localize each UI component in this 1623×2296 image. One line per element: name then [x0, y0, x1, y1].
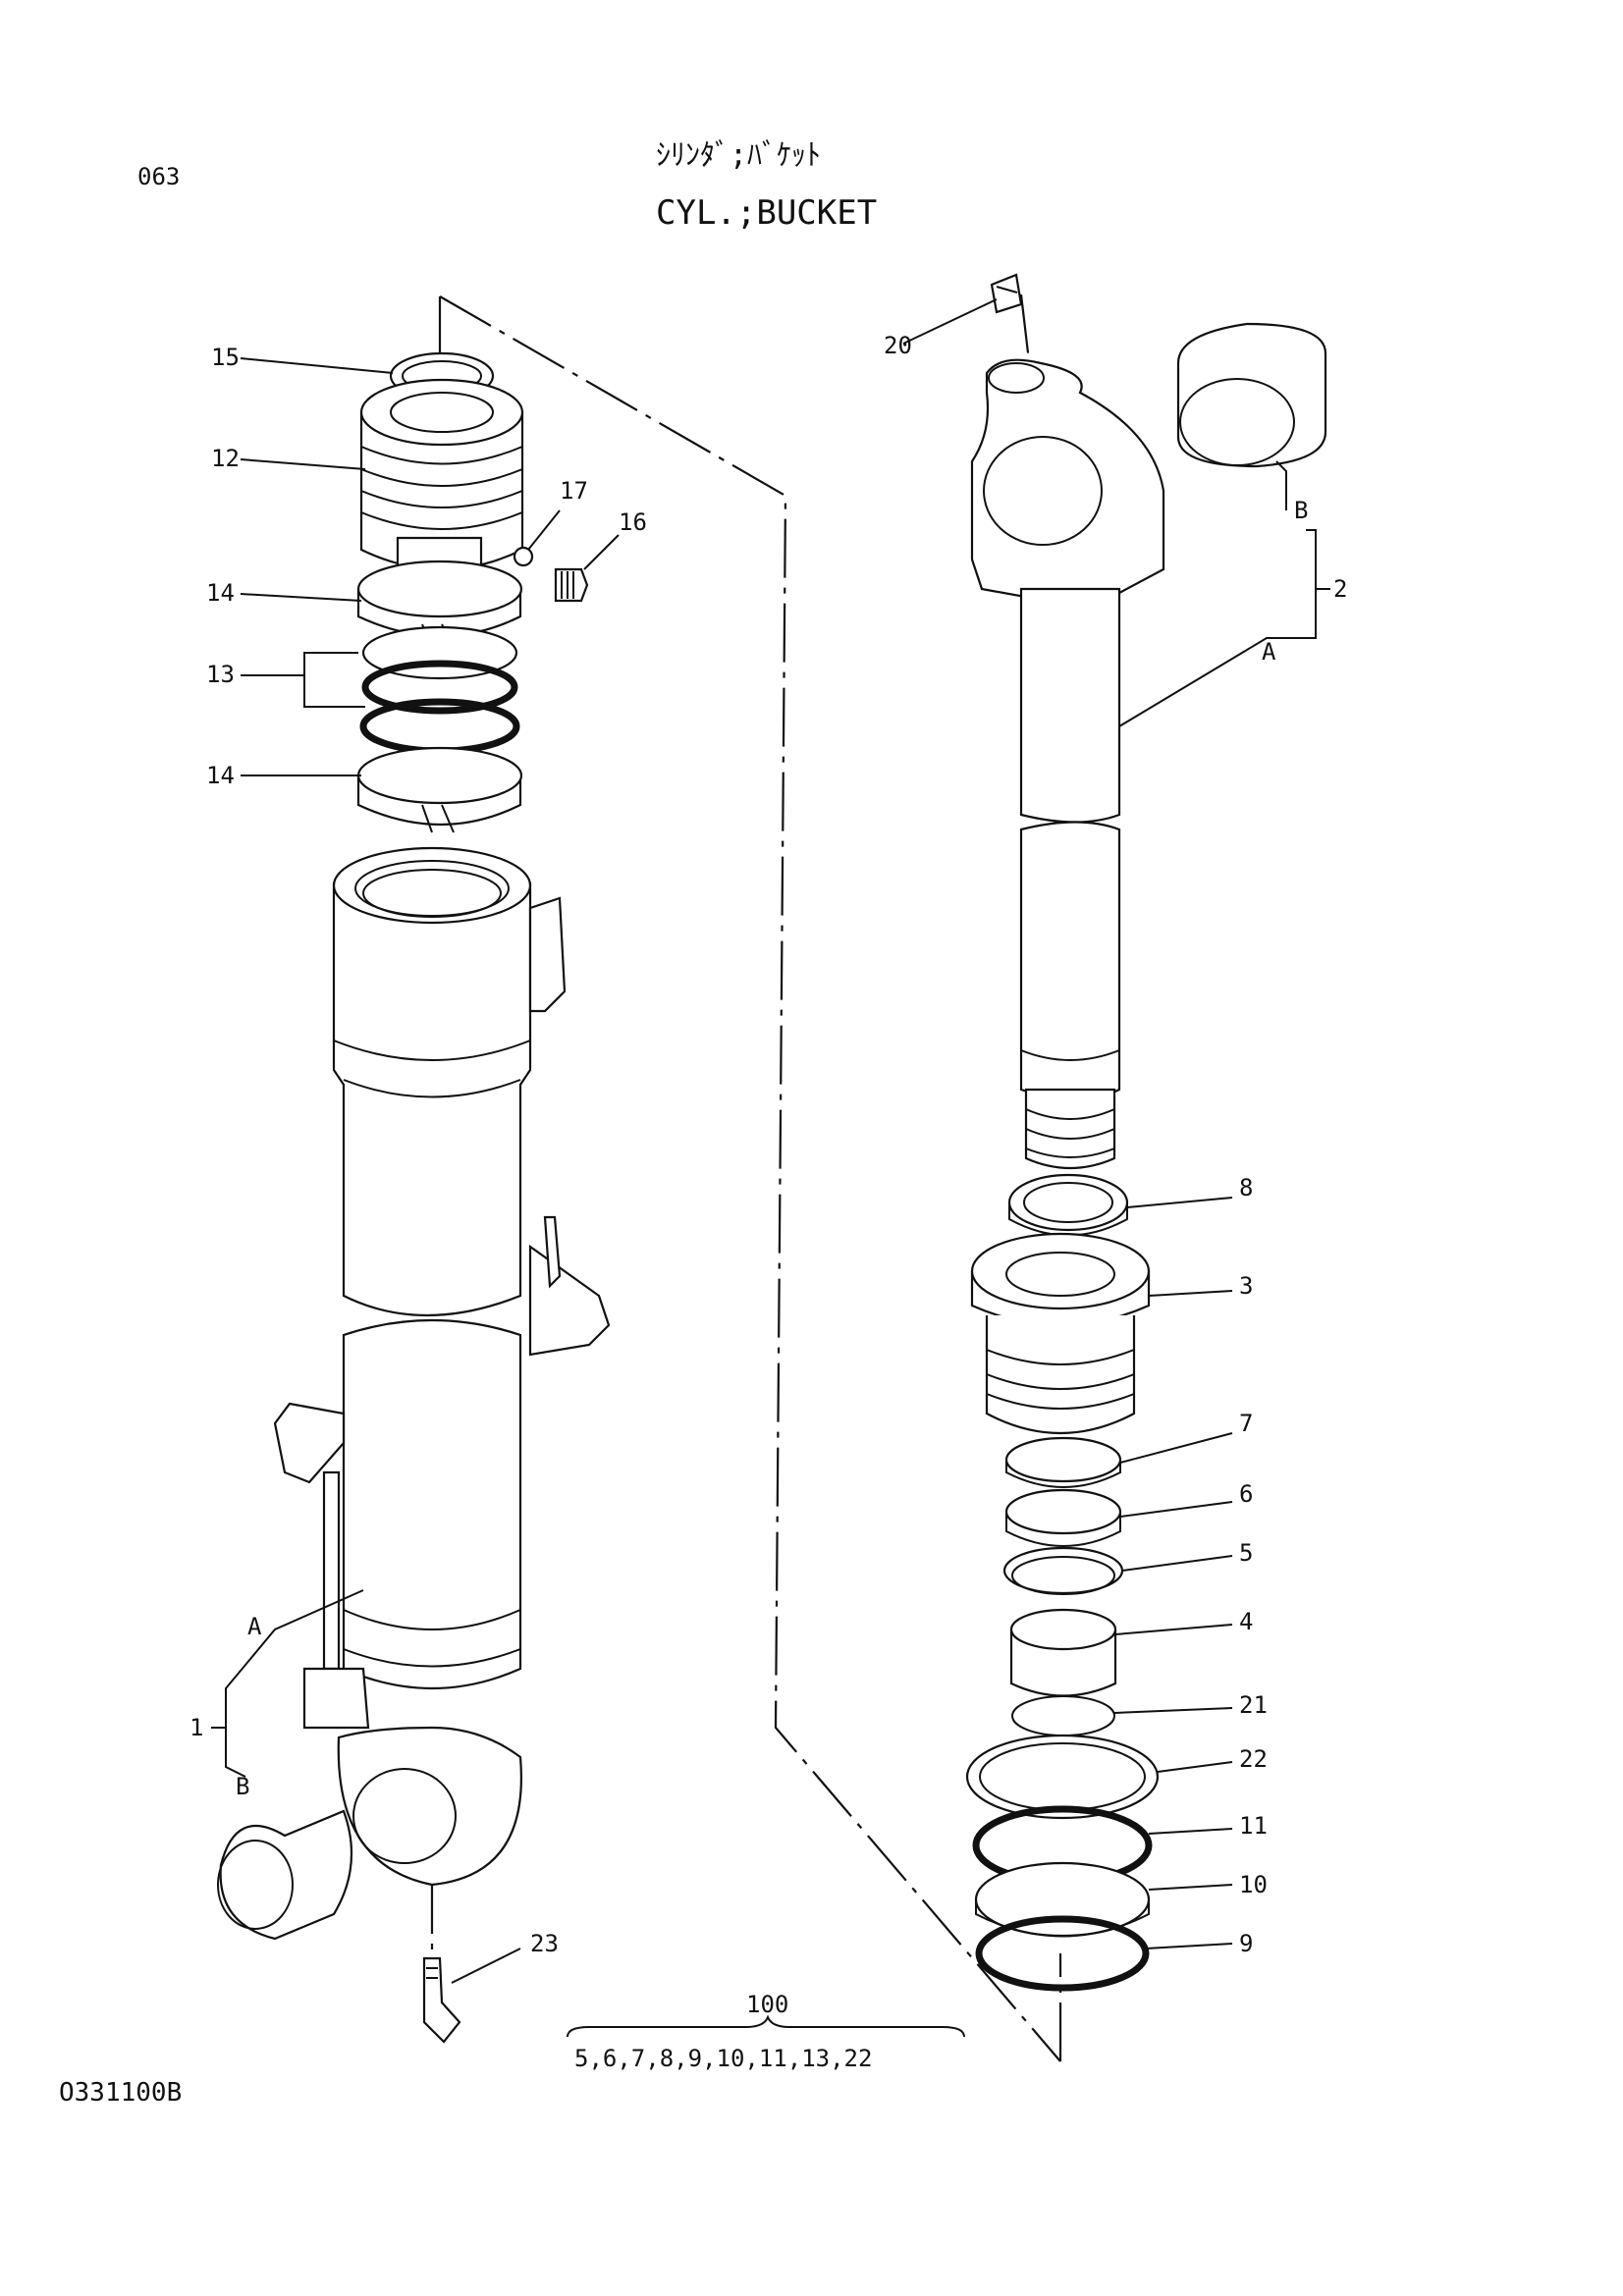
- callout-14-upper: 14: [206, 579, 235, 607]
- title-en: CYL.;BUCKET: [656, 193, 877, 233]
- ring-10: [974, 1861, 1151, 1938]
- callout-20: 20: [884, 332, 912, 359]
- snap-ring-21: [1011, 1695, 1115, 1736]
- callout-9: 9: [1239, 1930, 1253, 1957]
- callout-14-lower: 14: [206, 762, 235, 789]
- callout-10: 10: [1239, 1871, 1268, 1898]
- bushing-B-right: [1176, 322, 1327, 468]
- callout-A-right: A: [1262, 638, 1276, 666]
- seal-8: [1007, 1173, 1129, 1237]
- callout-11: 11: [1239, 1812, 1268, 1840]
- callout-22: 22: [1239, 1745, 1268, 1773]
- callout-5: 5: [1239, 1539, 1253, 1567]
- cylinder-head-12: [359, 378, 524, 579]
- cylinder-tube-1: [273, 846, 611, 1887]
- callout-17: 17: [560, 477, 588, 505]
- ring-6: [1004, 1488, 1122, 1547]
- o-ring-9: [975, 1915, 1150, 1992]
- callout-3: 3: [1239, 1272, 1253, 1300]
- callout-2: 2: [1333, 575, 1347, 603]
- kit-number: 100: [746, 1991, 788, 2018]
- o-ring-13: [359, 625, 520, 755]
- grease-nipple-20: [990, 273, 1023, 314]
- ring-5: [1002, 1546, 1124, 1595]
- page-number: 063: [137, 163, 180, 190]
- callout-15: 15: [211, 344, 240, 371]
- callout-8: 8: [1239, 1174, 1253, 1201]
- backup-ring-14-upper: [356, 560, 523, 649]
- callout-4: 4: [1239, 1608, 1253, 1635]
- leader-lines: [211, 298, 1330, 2038]
- collar-4: [1009, 1608, 1117, 1697]
- piston-rod-2: [970, 358, 1165, 1170]
- callout-23: 23: [530, 1930, 559, 1957]
- ring-7: [1004, 1436, 1122, 1488]
- drawing-code: O331100B: [59, 2078, 182, 2108]
- grease-fitting-23: [422, 1956, 461, 2044]
- callout-B-left: B: [236, 1773, 249, 1800]
- callout-13: 13: [206, 661, 235, 688]
- assembly-line-left: [439, 295, 1061, 2062]
- bushing-B-left: [217, 1809, 353, 1941]
- callout-6: 6: [1239, 1480, 1253, 1508]
- callout-7: 7: [1239, 1410, 1253, 1437]
- piston-3: [970, 1232, 1151, 1434]
- steel-ball-17: [513, 546, 534, 567]
- screw-16: [554, 567, 589, 603]
- callout-A-left: A: [247, 1613, 262, 1640]
- callout-12: 12: [211, 445, 240, 472]
- backup-ring-14-lower: [356, 746, 523, 833]
- callout-B-right: B: [1294, 497, 1308, 524]
- title-jp: ｼﾘﾝﾀﾞ;ﾊﾞｹｯﾄ: [656, 138, 821, 173]
- kit-contents: 5,6,7,8,9,10,11,13,22: [574, 2045, 872, 2072]
- callout-1: 1: [189, 1714, 203, 1741]
- callout-16: 16: [619, 508, 647, 536]
- ring-22: [965, 1734, 1160, 1820]
- callout-21: 21: [1239, 1691, 1268, 1719]
